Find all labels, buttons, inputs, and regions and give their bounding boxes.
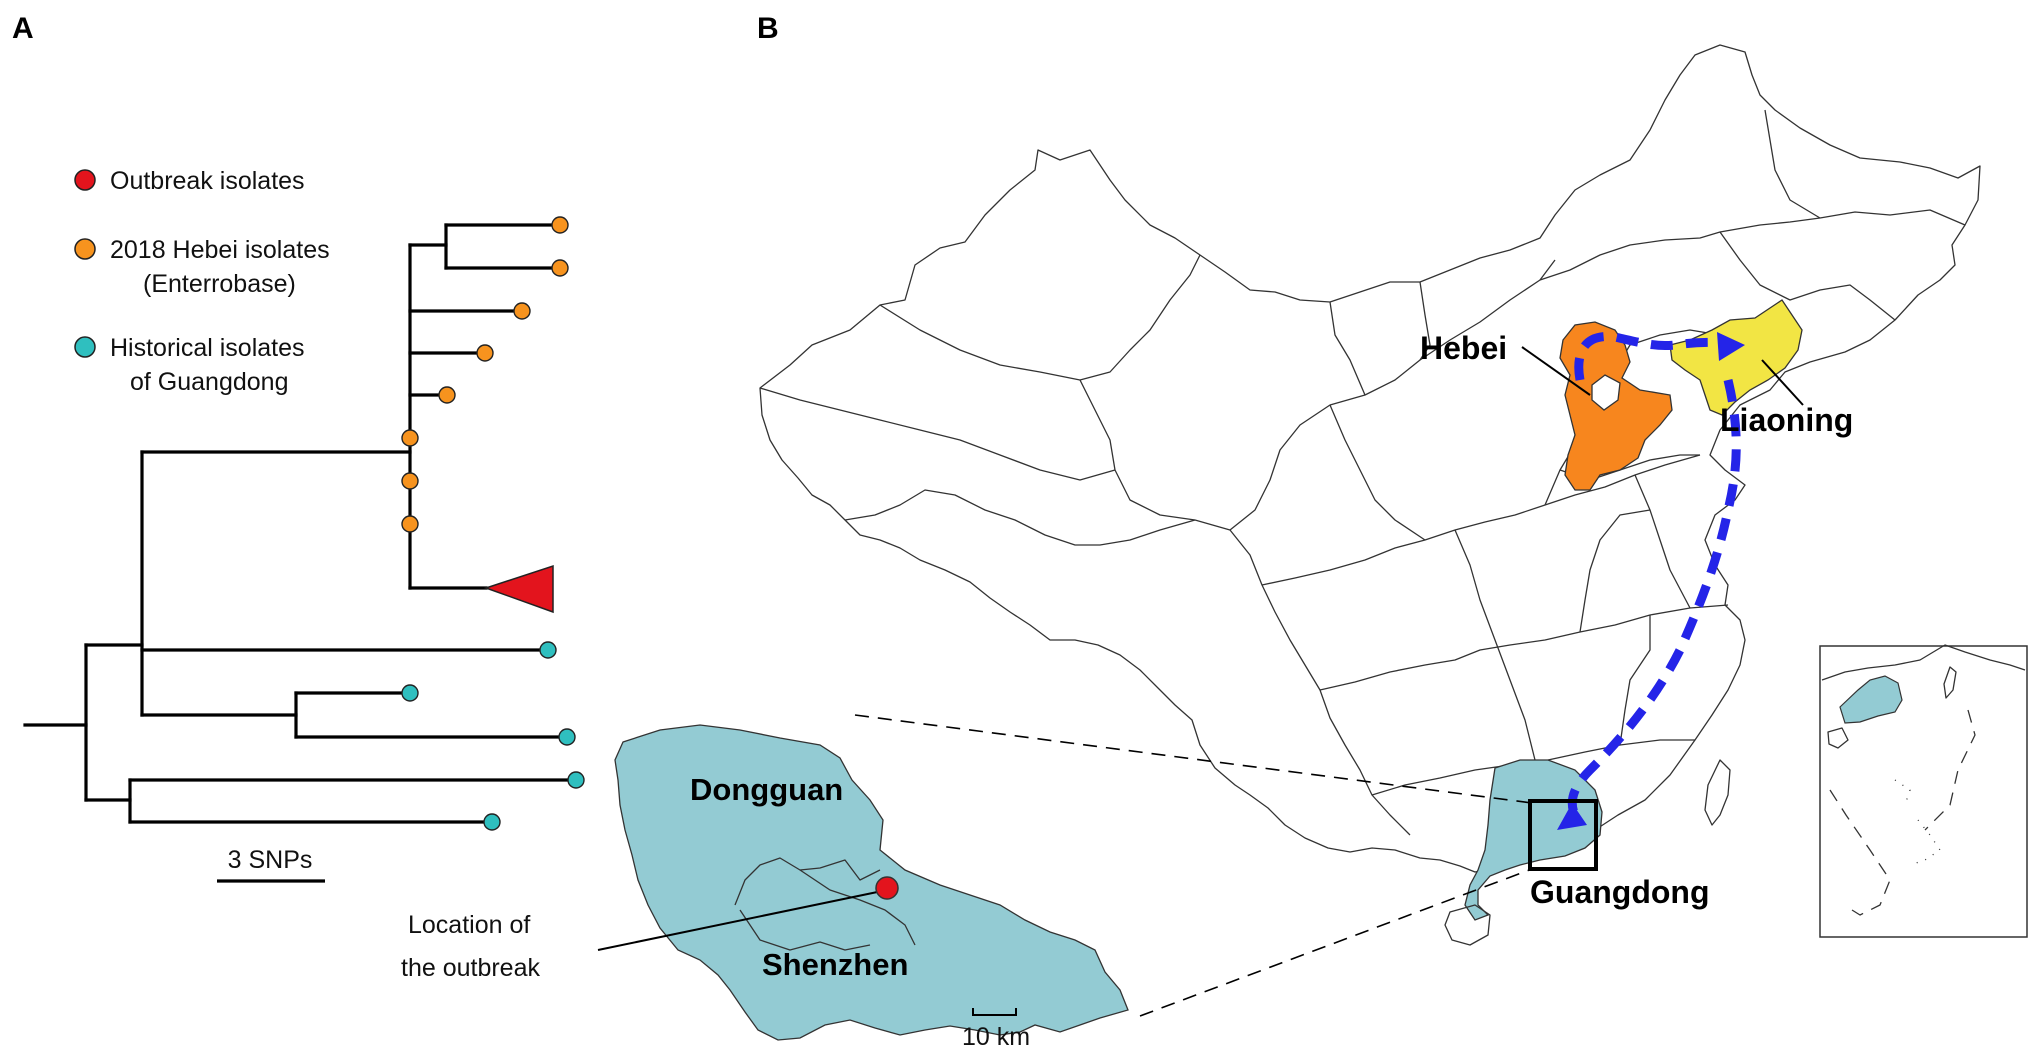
tip-hebei [551, 216, 569, 234]
legend-label-guangdong-sub: of Guangdong [130, 368, 288, 396]
label-liaoning: Liaoning [1720, 402, 1853, 438]
legend: Outbreak isolates 2018 Hebei isolates (E… [74, 167, 330, 396]
tip-hebei [513, 302, 531, 320]
transmission-route [1567, 378, 1741, 817]
legend-item-hebei: 2018 Hebei isolates (Enterrobase) [74, 236, 330, 298]
province-border [1329, 404, 1426, 541]
node-hebei [401, 515, 419, 533]
panel-b-letter: B [757, 12, 779, 45]
legend-item-guangdong: Historical isolates of Guangdong [74, 334, 305, 396]
legend-item-outbreak: Outbreak isolates [74, 167, 305, 195]
legend-label-hebei-sub: (Enterrobase) [143, 270, 296, 298]
label-outbreak-location: Location of [408, 911, 530, 939]
inset-scale-label: 10 km [962, 1023, 1030, 1050]
tip-guangdong [567, 771, 585, 789]
inset-scale-bar: 10 km [962, 1008, 1030, 1050]
legend-label-guangdong: Historical isolates [110, 334, 305, 362]
province-border [1329, 301, 1366, 396]
hebei-pointer [1521, 346, 1591, 396]
province-border [1319, 604, 1729, 691]
inset-coastline [1821, 644, 2026, 681]
hebei-region [1559, 321, 1673, 491]
province-border [1719, 231, 1896, 321]
inset-taiwan [1943, 666, 1957, 699]
legend-marker-outbreak [74, 169, 96, 191]
legend-label-outbreak: Outbreak isolates [110, 167, 305, 195]
zoom-line-top [854, 714, 1533, 804]
legend-marker-hebei [74, 238, 96, 260]
legend-label-hebei: 2018 Hebei isolates [110, 236, 330, 264]
inset-guangdong [1839, 675, 1903, 724]
hebei-enclave [1591, 374, 1621, 411]
legend-marker-guangdong [74, 336, 96, 358]
province-border [879, 254, 1201, 381]
district-border [799, 869, 916, 946]
label-outbreak-location-2: the outbreak [401, 954, 540, 982]
tip-guangdong [483, 813, 501, 831]
node-hebei [401, 429, 419, 447]
district-border [739, 909, 871, 951]
inset-scale-line [972, 1008, 1017, 1016]
label-guangdong: Guangdong [1530, 874, 1710, 910]
province-border [1634, 474, 1691, 609]
province-border [1261, 454, 1701, 586]
tip-hebei [551, 259, 569, 277]
province-border [759, 387, 1116, 481]
label-shenzhen: Shenzhen [762, 947, 908, 982]
taiwan-island [1704, 759, 1731, 826]
tip-guangdong [558, 728, 576, 746]
outbreak-clade-triangle [483, 564, 554, 614]
province-border [1419, 281, 1431, 361]
tree-scale-bar: 3 SNPs [217, 846, 325, 883]
shenzhen-inset: Dongguan Shenzhen Location of the outbre… [401, 724, 1129, 1050]
inset-hainan [1827, 727, 1849, 749]
inset-frame [1819, 645, 2028, 938]
dongguan-shenzhen-region [614, 724, 1129, 1041]
province-border [844, 489, 1196, 546]
south-china-sea-inset [1819, 644, 2028, 938]
liaoning-pointer [1761, 359, 1804, 406]
route-arrowhead [1557, 803, 1587, 830]
tip-hebei [476, 344, 494, 362]
liaoning-region [1669, 299, 1803, 416]
inset-sea-boundary [1829, 709, 1976, 916]
outbreak-location-marker [875, 876, 899, 900]
route-arrowhead [1717, 332, 1745, 361]
province-border [1079, 259, 1556, 531]
province-border [1579, 509, 1651, 633]
tree-scale-label: 3 SNPs [228, 846, 313, 874]
province-border [1539, 209, 1966, 281]
province-border [1764, 109, 1821, 219]
label-hebei: Hebei [1420, 330, 1507, 366]
tip-hebei [438, 386, 456, 404]
phylogenetic-tree [23, 216, 585, 831]
tip-guangdong [539, 641, 557, 659]
hainan-island [1444, 904, 1491, 946]
tip-guangdong [401, 684, 419, 702]
label-dongguan: Dongguan [690, 772, 843, 807]
outbreak-pointer [597, 889, 888, 951]
zoom-line-bottom [1139, 868, 1533, 1017]
node-hebei [401, 472, 419, 490]
china-outline [759, 44, 1981, 873]
transmission-route [1574, 332, 1729, 381]
zoom-box [1528, 799, 1598, 871]
inset-islands [1894, 779, 1941, 866]
province-border [1229, 529, 1411, 836]
panel-a-letter: A [12, 12, 34, 45]
china-map: Hebei Liaoning Guangdong [759, 44, 1981, 1017]
province-border [1619, 615, 1651, 746]
